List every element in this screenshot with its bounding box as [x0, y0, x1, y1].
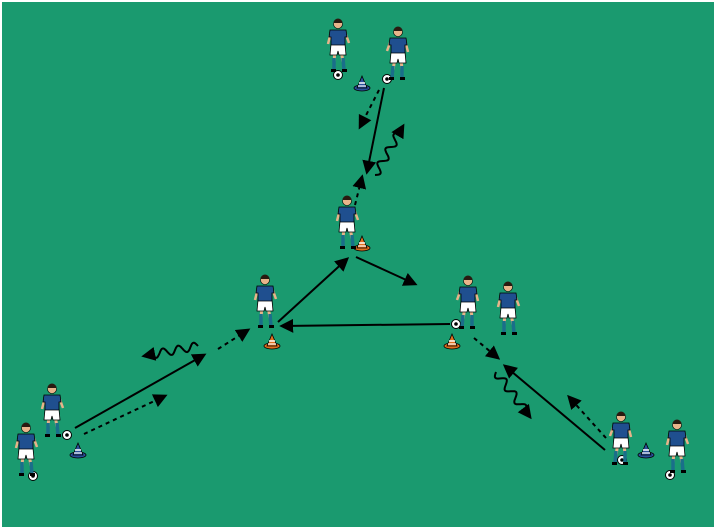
ball: [63, 431, 72, 440]
